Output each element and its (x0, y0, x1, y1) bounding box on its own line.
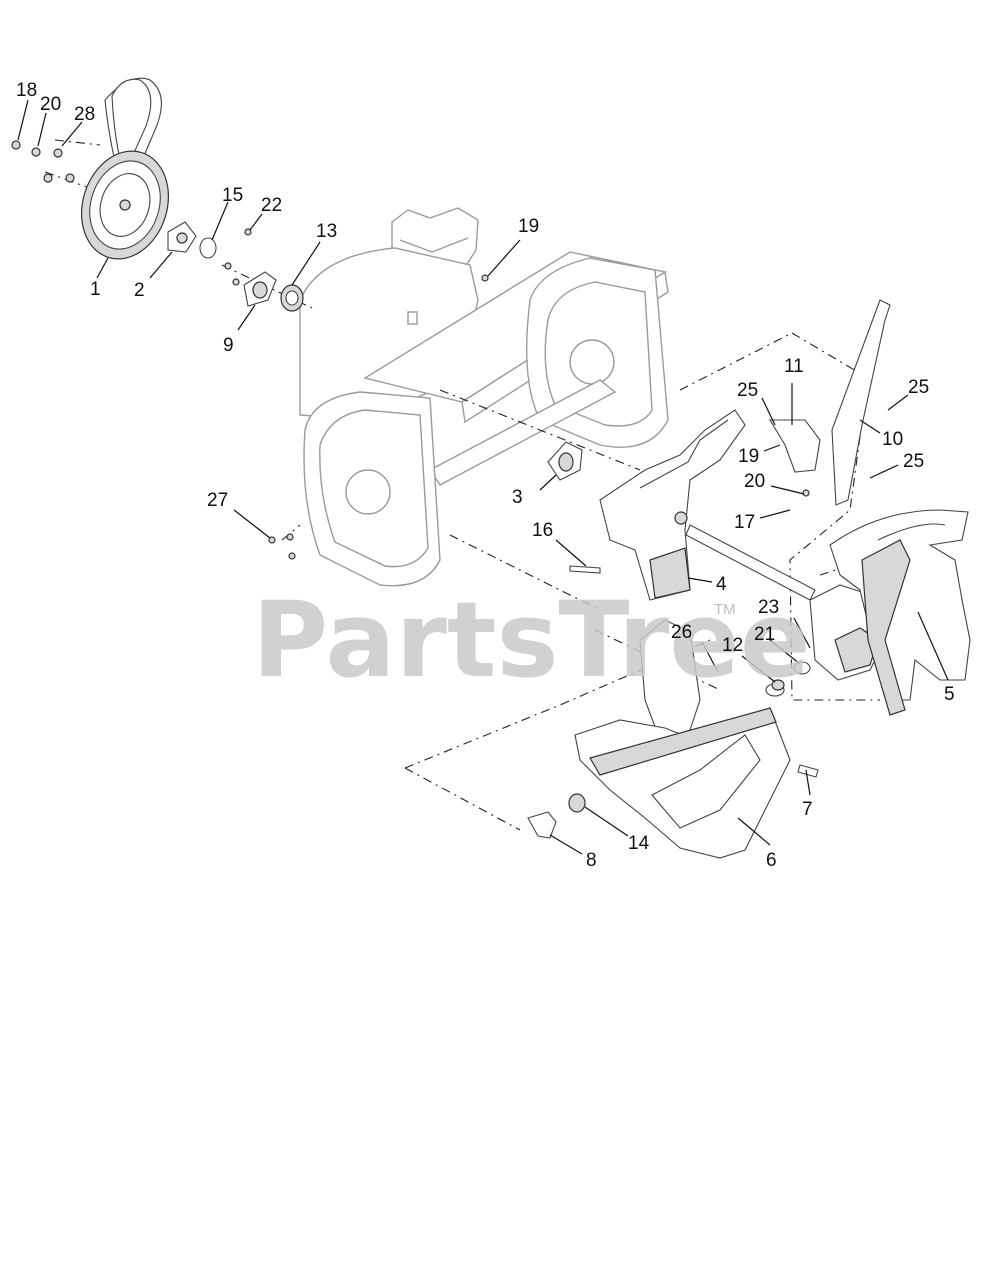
callout-1: 1 (90, 279, 101, 300)
callout-3: 3 (512, 487, 523, 508)
spacer-part-15 (199, 237, 217, 259)
bolt-part-7 (797, 764, 819, 778)
callout-22: 21 (754, 624, 775, 645)
impeller-part-4 (599, 409, 746, 601)
callout-7: 7 (802, 799, 813, 820)
callout-13: 13 (316, 221, 337, 242)
callout-17: 17 (734, 512, 755, 533)
callout-16: 16 (532, 520, 553, 541)
callout-10: 10 (882, 429, 903, 450)
callout-5: 5 (944, 684, 955, 705)
bracket-part-10 (831, 299, 891, 506)
callout-15: 15 (222, 185, 243, 206)
callout-9: 9 (223, 335, 234, 356)
bearing-part-13 (280, 284, 304, 312)
watermark: PartsTree TM (252, 579, 810, 701)
callout-23: 22 (261, 195, 282, 216)
callouts: 18 20 28 1 2 15 22 13 9 19 3 27 16 4 5 1… (16, 80, 955, 871)
callout-20: 20 (744, 471, 765, 492)
flange-part-3 (547, 441, 583, 481)
plate-part-11 (769, 419, 821, 497)
pin-part-16 (569, 565, 601, 574)
callout-18: 18 (16, 80, 37, 101)
watermark-brand: PartsTree (252, 579, 810, 701)
callout-24: 23 (758, 597, 779, 618)
callout-25-left: 25 (737, 380, 758, 401)
washer-part-12 (771, 679, 785, 691)
callout-8: 8 (586, 850, 597, 871)
small-hardware (11, 140, 489, 560)
auger-housing (299, 207, 669, 587)
callout-26: 26 (671, 622, 692, 643)
pulley-part-1 (80, 77, 170, 260)
callout-25-lower: 25 (903, 451, 924, 472)
leader-lines (17, 99, 949, 855)
washer-part-22 (793, 661, 811, 675)
callout-2: 2 (134, 280, 145, 301)
callout-19-mid: 19 (738, 446, 759, 467)
callout-21: 20 (40, 94, 61, 115)
right-auger-part-5 (829, 509, 971, 716)
bushing-part-14 (568, 793, 586, 813)
callout-6: 6 (766, 850, 777, 871)
callout-11: 11 (784, 356, 804, 377)
bearing-flange-part-2 (167, 221, 197, 253)
callout-12: 12 (722, 635, 743, 656)
bracket-part-8 (527, 811, 557, 839)
callout-28: 28 (74, 104, 95, 125)
flange-part-9 (243, 271, 277, 307)
callout-19-top: 19 (518, 216, 539, 237)
watermark-tm: TM (714, 601, 736, 618)
callout-25-right: 25 (908, 377, 929, 398)
callout-4: 4 (716, 574, 727, 595)
left-auger-part-6 (574, 619, 791, 859)
callout-27: 27 (207, 490, 228, 511)
callout-14: 14 (628, 833, 650, 854)
